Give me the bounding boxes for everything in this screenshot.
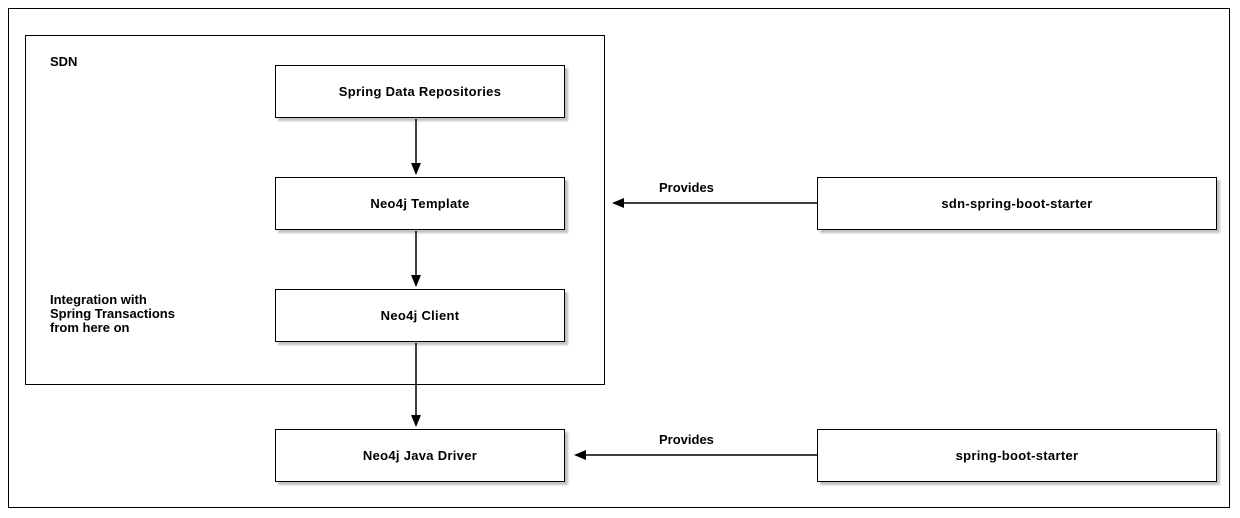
node-spring-boot-starter-label: spring-boot-starter bbox=[955, 448, 1079, 463]
node-sdn-spring-boot-starter: sdn-spring-boot-starter bbox=[817, 177, 1217, 230]
provides-label-top: Provides bbox=[659, 180, 714, 195]
provides-label-bottom: Provides bbox=[659, 432, 714, 447]
node-neo4j-java-driver-label: Neo4j Java Driver bbox=[362, 448, 478, 463]
node-neo4j-template-label: Neo4j Template bbox=[370, 196, 470, 211]
integration-note: Integration with Spring Transactions fro… bbox=[50, 292, 175, 335]
node-neo4j-client-label: Neo4j Client bbox=[380, 308, 460, 323]
node-spring-boot-starter: spring-boot-starter bbox=[817, 429, 1217, 482]
node-spring-data-repositories-label: Spring Data Repositories bbox=[338, 84, 502, 99]
node-neo4j-client: Neo4j Client bbox=[275, 289, 565, 342]
node-neo4j-template: Neo4j Template bbox=[275, 177, 565, 230]
node-spring-data-repositories: Spring Data Repositories bbox=[275, 65, 565, 118]
node-neo4j-java-driver: Neo4j Java Driver bbox=[275, 429, 565, 482]
canvas-border bbox=[8, 8, 1230, 508]
node-sdn-spring-boot-starter-label: sdn-spring-boot-starter bbox=[941, 196, 1093, 211]
sdn-group-box bbox=[25, 35, 605, 385]
sdn-group-label: SDN bbox=[50, 54, 78, 69]
